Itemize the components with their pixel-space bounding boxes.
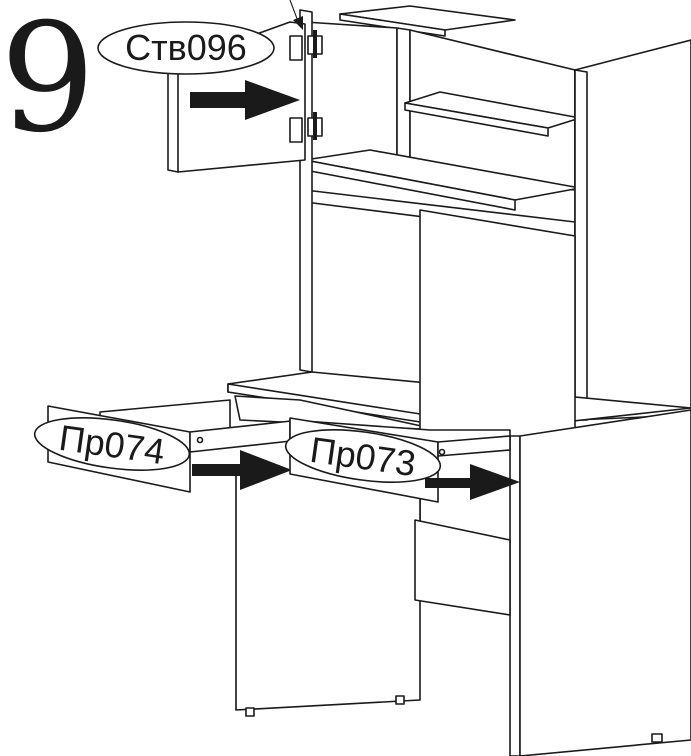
push-arrow-icon bbox=[192, 450, 292, 490]
push-arrow-icon bbox=[425, 464, 520, 500]
label-drawer-right: Пр073 bbox=[284, 429, 442, 484]
hinge-icon bbox=[289, 112, 323, 143]
push-arrow-icon bbox=[190, 80, 300, 120]
door-part-label: Ств096 bbox=[125, 27, 247, 68]
desk-unit bbox=[227, 209, 691, 756]
label-door: Ств096 bbox=[97, 21, 275, 75]
hinge-icon bbox=[289, 30, 323, 61]
step-number: 9 bbox=[0, 0, 95, 166]
